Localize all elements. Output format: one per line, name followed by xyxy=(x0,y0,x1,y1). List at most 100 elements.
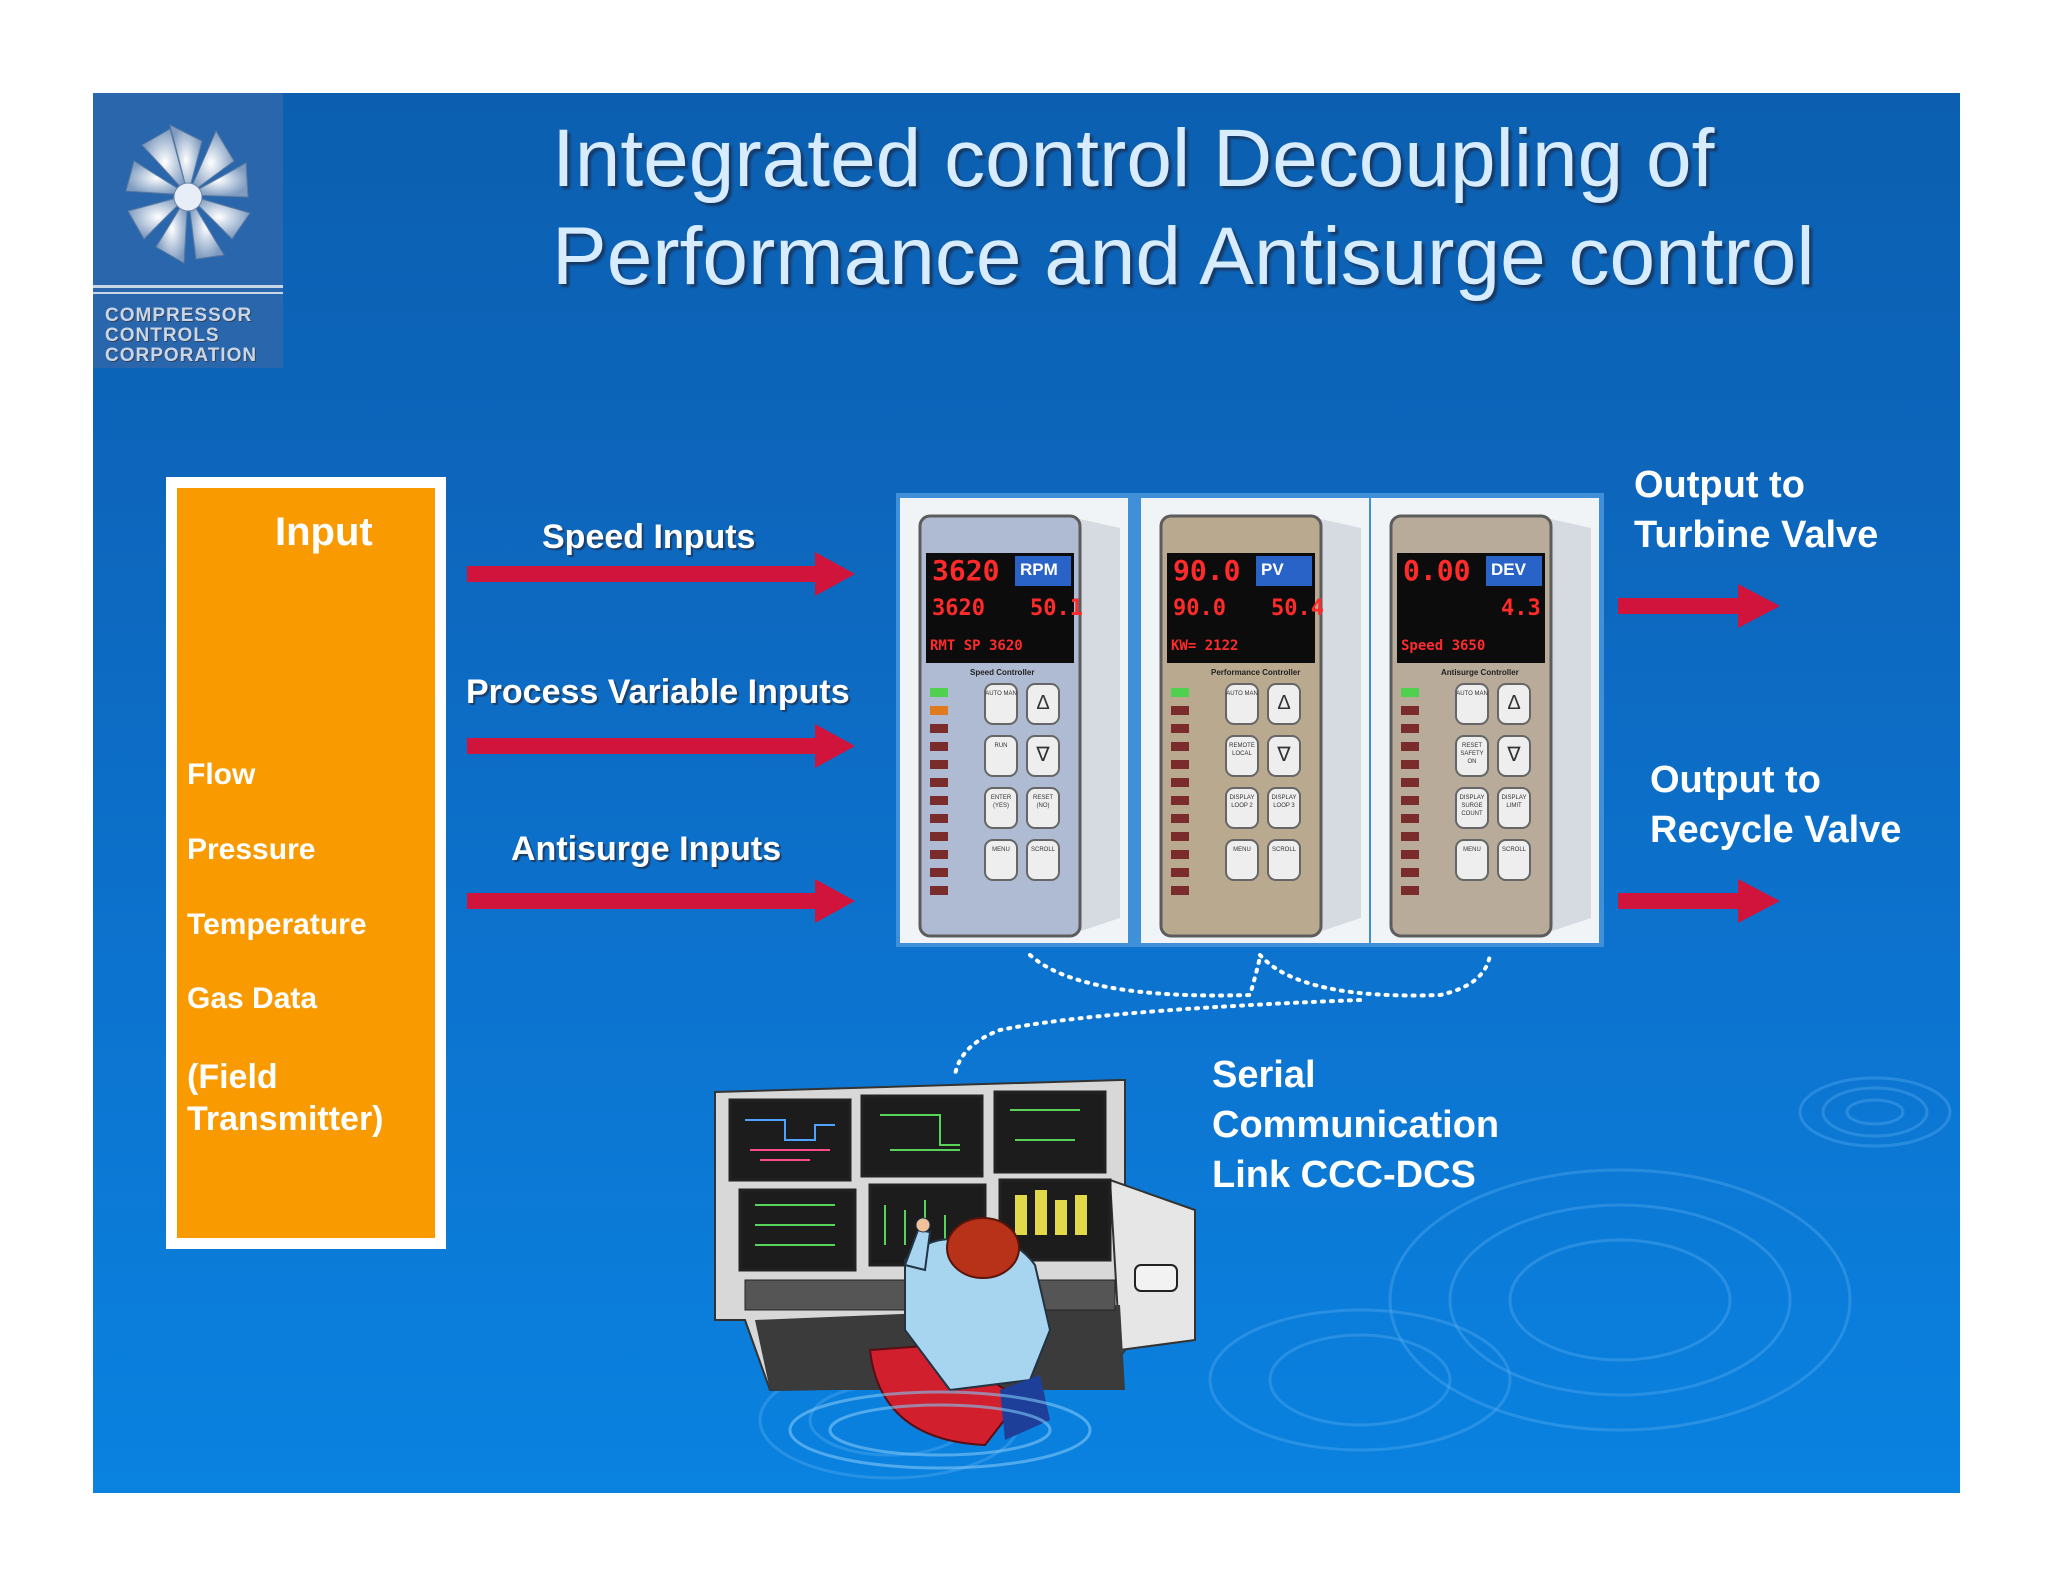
recycle-output-arrow xyxy=(1618,879,1780,923)
controller-button-label: Δ xyxy=(1507,692,1521,714)
status-led xyxy=(1401,832,1419,841)
controller-aux-readout: KW= 2122 xyxy=(1171,638,1239,654)
status-led xyxy=(930,832,948,841)
status-led xyxy=(1171,778,1189,787)
controller-button[interactable] xyxy=(1225,787,1259,829)
controller-button[interactable] xyxy=(1497,787,1531,829)
controller-button-label: ENTER (YES) xyxy=(990,795,1012,809)
turbine-output-label-2: Turbine Valve xyxy=(1634,514,1879,556)
controller-button[interactable] xyxy=(1026,839,1060,881)
status-led xyxy=(1171,850,1189,859)
controller-button[interactable] xyxy=(1497,839,1531,881)
controller-button-label: DISPLAY LOOP 2 xyxy=(1229,795,1255,809)
antisurge-inputs-label: Antisurge Inputs xyxy=(511,830,782,868)
status-led xyxy=(930,724,948,733)
input-note-line-2: Transmitter) xyxy=(187,1100,384,1138)
status-led xyxy=(930,868,948,877)
status-led xyxy=(930,796,948,805)
turbine-output-label-1: Output to xyxy=(1634,464,1805,506)
controller-button[interactable] xyxy=(1267,735,1301,777)
controller-button[interactable] xyxy=(1225,839,1259,881)
controller-setpoint-readout: 90.0 xyxy=(1173,596,1226,621)
controller-button[interactable] xyxy=(1497,683,1531,725)
turbine-output-arrow xyxy=(1618,584,1780,628)
recycle-output-label-1: Output to xyxy=(1650,759,1821,801)
serial-label-line-2: Communication xyxy=(1212,1104,1500,1146)
controller-button[interactable] xyxy=(1455,839,1489,881)
controller-button[interactable] xyxy=(1026,787,1060,829)
status-led xyxy=(930,706,948,715)
controller-button-label: SCROLL xyxy=(1271,847,1296,853)
speed-inputs-label: Speed Inputs xyxy=(542,518,756,556)
status-led xyxy=(1171,760,1189,769)
controller-button[interactable] xyxy=(1455,735,1489,777)
serial-link-dcs xyxy=(953,998,1362,1077)
controller-button-label: DISPLAY LIMIT xyxy=(1501,795,1527,809)
controller-button[interactable] xyxy=(984,683,1018,725)
serial-link-1 xyxy=(1028,953,1262,998)
controller-button[interactable] xyxy=(1026,683,1060,725)
controller-button[interactable] xyxy=(1497,735,1531,777)
controller-button-label: RUN xyxy=(994,743,1008,749)
controller-setpoint-readout: 3620 xyxy=(932,596,985,621)
status-led xyxy=(1401,724,1419,733)
status-led xyxy=(1171,832,1189,841)
controller-aux-readout: RMT SP 3620 xyxy=(930,638,1023,654)
controller-name-label: Antisurge Controller xyxy=(1441,668,1519,677)
controller-button-label: ∇ xyxy=(1036,744,1050,766)
controller-button-label: Δ xyxy=(1036,692,1050,714)
controller-button[interactable] xyxy=(1026,735,1060,777)
controller-button-label: RESET (NO) xyxy=(1032,795,1053,809)
controller-output-readout: 50.4 xyxy=(1271,596,1324,621)
status-led xyxy=(930,760,948,769)
controller-button-label: DISPLAY LOOP 3 xyxy=(1271,795,1297,809)
controller-unit-label: RPM xyxy=(1020,560,1058,579)
controller-unit-badge xyxy=(1486,556,1542,586)
controller-aux-readout: Speed 3650 xyxy=(1401,638,1486,654)
status-led xyxy=(1401,760,1419,769)
controller-button-label: AUTO MAN xyxy=(985,691,1017,697)
status-led xyxy=(1401,706,1419,715)
controller-output-readout: 4.3 xyxy=(1501,596,1541,621)
input-box xyxy=(177,488,435,1238)
controller-button[interactable] xyxy=(984,735,1018,777)
controller-name-label: Speed Controller xyxy=(970,668,1035,677)
status-led xyxy=(1401,778,1419,787)
title-line-1: Integrated control Decoupling of xyxy=(552,113,1715,204)
controller-button[interactable] xyxy=(1267,683,1301,725)
controller-button[interactable] xyxy=(984,839,1018,881)
controller-button[interactable] xyxy=(1267,839,1301,881)
input-note-line-1: (Field xyxy=(187,1058,278,1096)
status-led xyxy=(1401,850,1419,859)
logo-line-3: CORPORATION xyxy=(105,345,258,366)
controller-button-label: REMOTE LOCAL xyxy=(1229,743,1255,757)
controller-side xyxy=(1546,518,1591,933)
status-led xyxy=(1171,796,1189,805)
controller-button[interactable] xyxy=(1225,735,1259,777)
status-led xyxy=(930,778,948,787)
controller-button[interactable] xyxy=(1225,683,1259,725)
status-led xyxy=(1401,742,1419,751)
input-item-pressure: Pressure xyxy=(187,833,316,866)
controller-unit-label: PV xyxy=(1261,560,1284,579)
status-led xyxy=(1171,706,1189,715)
controller-button[interactable] xyxy=(1455,683,1489,725)
status-led xyxy=(930,688,948,697)
controller-button-label: AUTO MAN xyxy=(1226,691,1258,697)
input-item-temperature: Temperature xyxy=(187,908,367,941)
controller-button[interactable] xyxy=(1267,787,1301,829)
status-led xyxy=(1171,814,1189,823)
controller-unit-label: DEV xyxy=(1491,560,1526,579)
controller-button-label: SCROLL xyxy=(1501,847,1526,853)
status-led xyxy=(930,850,948,859)
controller-unit-badge xyxy=(1015,556,1071,586)
antisurge-input-arrow xyxy=(467,879,855,923)
serial-label-line-1: Serial xyxy=(1212,1054,1316,1096)
controller-main-readout: 0.00 xyxy=(1403,554,1471,587)
controller-button[interactable] xyxy=(984,787,1018,829)
controller-button[interactable] xyxy=(1455,787,1489,829)
controller-button-label: SCROLL xyxy=(1030,847,1055,853)
controller-button-label: AUTO MAN xyxy=(1456,691,1488,697)
turbine-wheel-icon xyxy=(93,124,283,294)
